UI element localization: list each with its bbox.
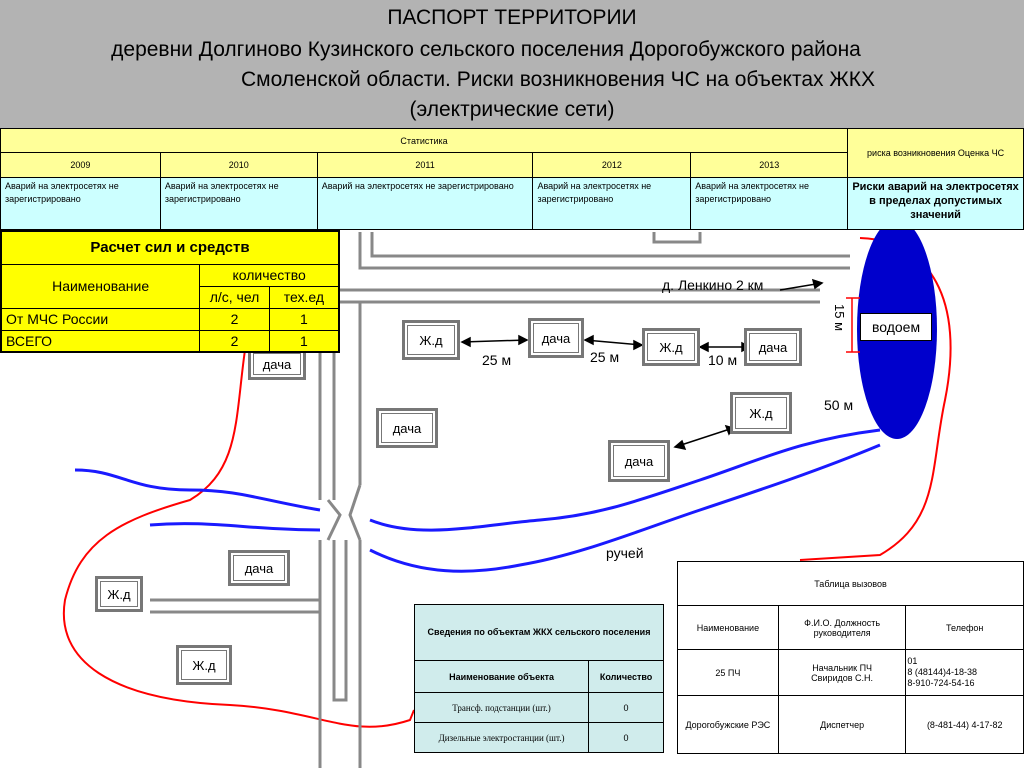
- calls-table: Таблица вызовов Наименование Ф.И.О. Долж…: [677, 561, 1024, 754]
- house-label: Ж.д: [659, 339, 683, 355]
- calls-row-name: 25 ПЧ: [677, 649, 779, 696]
- house-dacha: дача: [376, 408, 438, 448]
- stats-header: Статистика: [0, 128, 849, 153]
- risk-header: риска возникновения Оценка ЧС: [847, 128, 1024, 178]
- forces-row-people: 2: [199, 307, 270, 331]
- house-label: дача: [624, 453, 654, 469]
- house-label: Ж.д: [419, 332, 443, 348]
- page-subtitle-line1: деревни Долгиново Кузинского сельского п…: [111, 38, 861, 61]
- calls-title: Таблица вызовов: [677, 561, 1024, 606]
- calls-phone-line: 8-910-724-54-16: [907, 678, 975, 688]
- forces-name-header: Наименование: [0, 263, 201, 309]
- forces-row-name: От МЧС России: [0, 307, 201, 331]
- calls-col-name: Наименование: [677, 605, 779, 650]
- calls-row-phone: (8-481-44) 4-17-82: [905, 695, 1024, 754]
- house-label: дача: [262, 356, 292, 372]
- label-25m-a: 25 м: [482, 352, 512, 368]
- forces-col-people: л/с, чел: [199, 285, 270, 309]
- house-zhd: Ж.д: [730, 392, 792, 434]
- label-stream: ручей: [606, 545, 644, 561]
- calls-row-head-person: Свиридов С.Н.: [811, 672, 874, 683]
- house-dacha: дача: [744, 328, 802, 366]
- forces-col-equipment: тех.ед: [268, 285, 340, 309]
- calls-col-phone: Телефон: [905, 605, 1024, 650]
- calls-row-head-position: Диспетчер: [820, 719, 865, 730]
- statistics-table: Статистика риска возникновения Оценка ЧС…: [0, 128, 1024, 230]
- house-label: Ж.д: [192, 657, 216, 673]
- zhkh-objects-table: Сведения по объектам ЖКХ сельского посел…: [413, 604, 664, 753]
- forces-qty-header: количество: [199, 263, 340, 287]
- house-label: дача: [758, 339, 788, 355]
- page-title: ПАСПОРТ ТЕРРИТОРИИ: [387, 6, 637, 29]
- pond-label: водоем: [860, 313, 932, 341]
- forces-total-name: ВСЕГО: [0, 329, 201, 353]
- pond-label-text: водоем: [871, 319, 921, 335]
- calls-row-head-position: Начальник ПЧ: [812, 662, 873, 673]
- house-dacha: дача: [528, 318, 584, 358]
- year-2010: 2010: [159, 152, 318, 178]
- house-label: дача: [392, 420, 422, 436]
- house-zhd: Ж.д: [176, 645, 232, 685]
- stream-lower: [149, 443, 881, 573]
- stats-value-2010: Аварий на электросетях не зарегистрирова…: [159, 177, 318, 230]
- label-15m: 15 м: [832, 303, 848, 332]
- calls-phone-line: (8-481-44) 4-17-82: [926, 719, 1003, 730]
- house-zhd: Ж.д: [642, 328, 700, 366]
- zhkh-row-name: Трансф. подстанции (шт.): [413, 692, 590, 723]
- stats-value-2013: Аварий на электросетях не зарегистрирова…: [690, 177, 849, 230]
- year-2009: 2009: [0, 152, 161, 178]
- page-subtitle-line2: Смоленской области. Риски возникновения …: [240, 68, 875, 91]
- calls-row-name: Дорогобужские РЭС: [677, 695, 779, 754]
- forces-row-equipment: 1: [268, 307, 340, 331]
- calls-row-head: Диспетчер: [777, 695, 907, 754]
- forces-table: Расчет сил и средств Наименование количе…: [0, 230, 340, 353]
- stats-value-2012: Аварий на электросетях не зарегистрирова…: [532, 177, 692, 230]
- house-dacha: дача: [228, 550, 290, 586]
- house-dacha: дача: [248, 348, 306, 380]
- year-2011: 2011: [316, 152, 534, 178]
- calls-col-head: Ф.И.О. Должность руководителя: [777, 605, 907, 650]
- label-lenkino: д. Ленкино 2 км: [662, 277, 764, 293]
- house-label: дача: [541, 330, 571, 346]
- label-25m-b: 25 м: [590, 349, 620, 365]
- zhkh-col-qty: Количество: [588, 660, 664, 693]
- stream: [74, 428, 881, 532]
- zhkh-col-name: Наименование объекта: [413, 660, 590, 693]
- settlement-border: [62, 349, 415, 728]
- zhkh-row-qty: 0: [588, 722, 664, 753]
- zhkh-row-name: Дизельные электростанции (шт.): [413, 722, 590, 753]
- label-10m: 10 м: [708, 352, 738, 368]
- stats-value-2009: Аварий на электросетях не зарегистрирова…: [0, 177, 161, 230]
- calls-phone-line: 8 (48144)4-18-38: [907, 667, 977, 677]
- forces-total-equipment: 1: [268, 329, 340, 353]
- house-label: дача: [244, 560, 274, 576]
- house-zhd: Ж.д: [402, 320, 460, 360]
- calls-row-phone: 01 8 (48144)4-18-38 8-910-724-54-16: [905, 649, 1024, 696]
- year-2013: 2013: [690, 152, 849, 178]
- forces-title: Расчет сил и средств: [0, 230, 340, 265]
- calls-row-head: Начальник ПЧ Свиридов С.Н.: [777, 649, 907, 696]
- house-label: Ж.д: [107, 586, 131, 602]
- label-50m: 50 м: [824, 397, 854, 413]
- forces-total-people: 2: [199, 329, 270, 353]
- risk-value: Риски аварий на электросетях в пределах …: [847, 177, 1024, 230]
- stats-value-2011: Аварий на электросетях не зарегистрирова…: [316, 177, 534, 230]
- calls-phone-line: 01: [907, 656, 918, 666]
- year-2012: 2012: [532, 152, 692, 178]
- zhkh-row-qty: 0: [588, 692, 664, 723]
- distance-15-marker: [846, 297, 860, 353]
- house-label: Ж.д: [749, 405, 773, 421]
- zhkh-title: Сведения по объектам ЖКХ сельского посел…: [414, 604, 664, 661]
- house-zhd: Ж.д: [95, 576, 143, 612]
- house-dacha: дача: [608, 440, 670, 482]
- title-bar: ПАСПОРТ ТЕРРИТОРИИ деревни Долгиново Куз…: [0, 0, 1024, 128]
- page-subtitle-line3: (электрические сети): [409, 98, 615, 121]
